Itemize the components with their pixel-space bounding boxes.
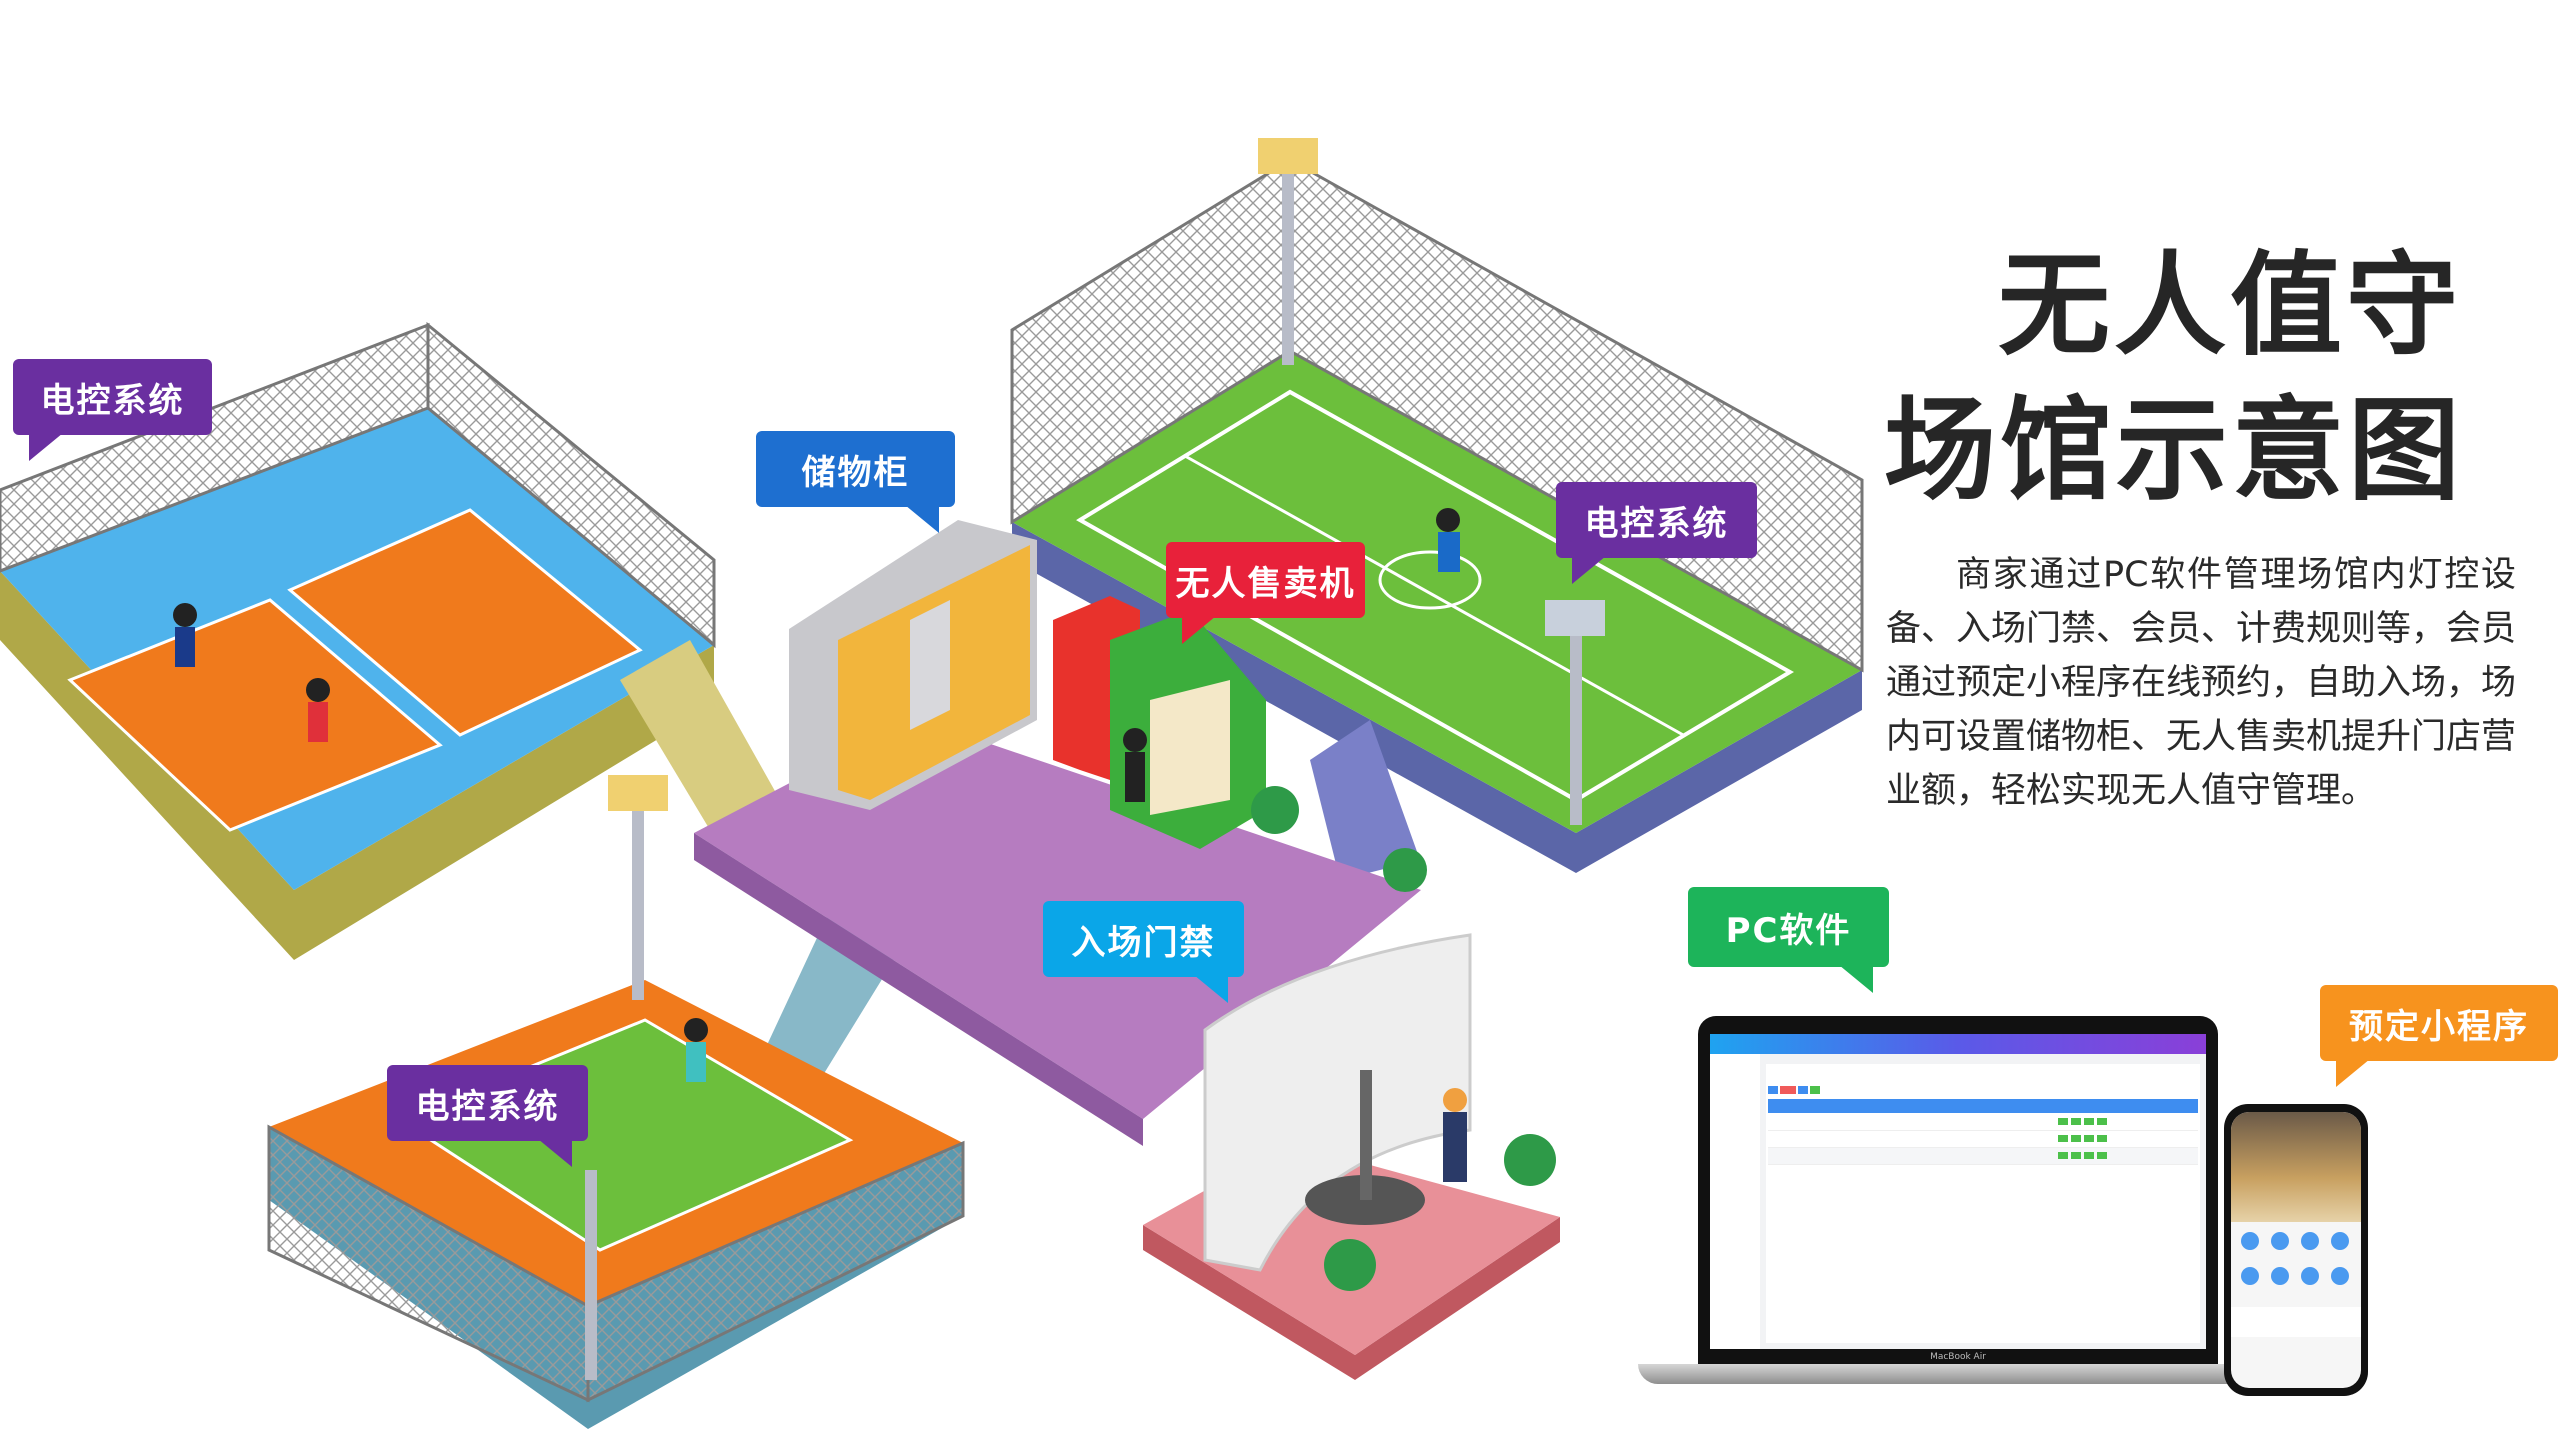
page-title-line2: 场馆示意图 (1884, 386, 2464, 516)
person-figure (1123, 728, 1147, 752)
label-entrance-gate: 入场门禁 (1043, 901, 1244, 977)
tennis-court (0, 321, 716, 960)
plant-icon (1251, 786, 1299, 834)
plant-icon (1324, 1239, 1376, 1291)
plant-icon (1383, 848, 1427, 892)
laptop (1698, 1016, 2218, 1366)
player-figure (684, 1018, 708, 1042)
label-pc-software: PC软件 (1688, 887, 1889, 967)
label-vending-machine: 无人售卖机 (1166, 542, 1365, 644)
label-electric-control-basketball: 电控系统 (387, 1065, 588, 1141)
player-figure (1436, 508, 1460, 532)
label-mini-program: 预定小程序 (2320, 985, 2558, 1087)
player-figure (306, 678, 330, 702)
table-row (1768, 1114, 2198, 1131)
pc-software-screen (1710, 1034, 2206, 1349)
venue-photo (2231, 1112, 2361, 1222)
description: 商家通过PC软件管理场馆内灯控设备、入场门禁、会员、计费规则等，会员通过预定小程… (1886, 555, 2517, 811)
locker-cabinet (789, 520, 1037, 810)
laptop-base (1638, 1364, 2254, 1384)
player-figure (173, 603, 197, 627)
mini-program-screen (2231, 1112, 2361, 1388)
data-table (1766, 1064, 2200, 1343)
vending-machine (1053, 596, 1266, 849)
label-locker: 储物柜 (756, 431, 955, 507)
laptop-brand: MacBook Air (1930, 1352, 1986, 1362)
plant-icon (1504, 1134, 1556, 1186)
basketball-court (267, 775, 965, 1429)
app-header (1710, 1034, 2206, 1054)
table-row (1768, 1131, 2198, 1148)
person-figure (1443, 1088, 1467, 1112)
phone (2224, 1104, 2368, 1396)
label-electric-control-tennis: 电控系统 (13, 359, 212, 461)
stairs (1310, 720, 1420, 880)
stairs (620, 640, 780, 830)
table-row (1768, 1148, 2198, 1165)
page-title-line1: 无人值守 (1998, 241, 2462, 371)
label-electric-control-football: 电控系统 (1556, 482, 1757, 584)
app-sidebar (1710, 1054, 1760, 1349)
